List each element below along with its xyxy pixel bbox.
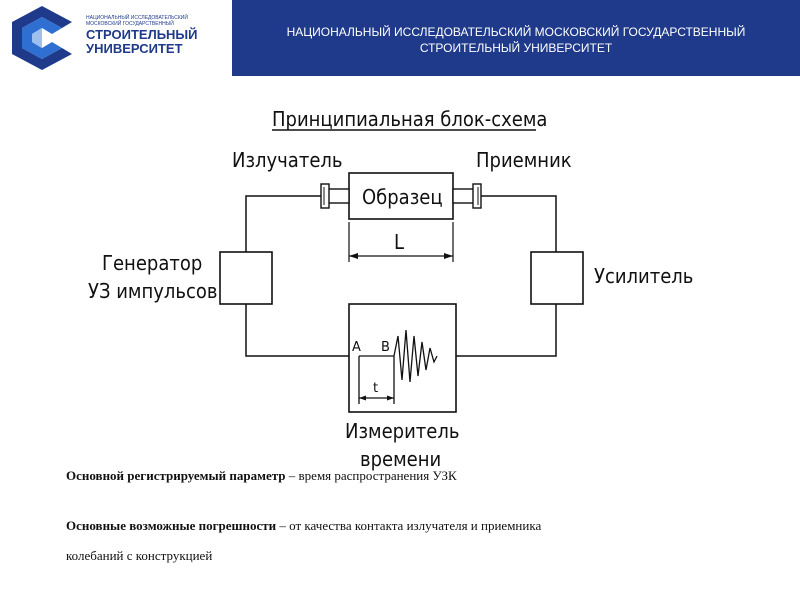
header-banner [232, 0, 800, 76]
sample-label: Образец [362, 185, 443, 209]
meter-label-1: Измеритель [345, 419, 459, 443]
block-diagram: Принципиальная блок-схема Излучатель При… [88, 107, 693, 471]
errors-bold: Основные возможные погрешности [66, 518, 277, 533]
main-parameter-rest: – время распространения УЗК [285, 468, 457, 483]
logo-title-line-1: СТРОИТЕЛЬНЫЙ [86, 27, 198, 42]
amplifier-label: Усилитель [594, 264, 693, 288]
logo-small-text: НАЦИОНАЛЬНЫЙ ИССЛЕДОВАТЕЛЬСКИЙ МОСКОВСКИ… [86, 15, 188, 27]
circuit-wires [245, 195, 557, 357]
receiver-transducer-icon [452, 183, 482, 209]
length-label: L [394, 230, 404, 254]
point-a-label: A [352, 340, 361, 355]
time-label: t [373, 381, 378, 396]
diagram-title: Принципиальная блок-схема [272, 107, 547, 131]
generator-label-2: УЗ импульсов [88, 279, 218, 303]
receiver-label: Приемник [476, 148, 572, 172]
logo-title: СТРОИТЕЛЬНЫЙ УНИВЕРСИТЕТ [86, 28, 198, 56]
banner-title: НАЦИОНАЛЬНЫЙ ИССЛЕДОВАТЕЛЬСКИЙ МОСКОВСКИ… [240, 24, 792, 56]
logo-title-line-2: УНИВЕРСИТЕТ [86, 41, 183, 56]
main-parameter-bold: Основной регистрируемый параметр [66, 468, 286, 483]
header: НАЦИОНАЛЬНЫЙ ИССЛЕДОВАТЕЛЬСКИЙ МОСКОВСКИ… [0, 0, 800, 76]
errors-text-line-1: Основные возможные погрешности – от каче… [66, 518, 541, 534]
time-meter-block [348, 303, 457, 413]
point-b-label: B [381, 340, 390, 355]
errors-rest: – от качества контакта излучателя и прие… [276, 518, 542, 533]
banner-title-line-2: СТРОИТЕЛЬНЫЙ УНИВЕРСИТЕТ [419, 41, 613, 55]
banner-title-line-1: НАЦИОНАЛЬНЫЙ ИССЛЕДОВАТЕЛЬСКИЙ МОСКОВСКИ… [286, 25, 746, 39]
generator-block [219, 251, 273, 305]
meter-label-2: времени [360, 447, 441, 471]
length-dimension [348, 222, 454, 262]
signal-waveform-icon [358, 329, 438, 404]
amplifier-block [530, 251, 584, 305]
emitter-transducer-icon [320, 183, 350, 209]
generator-label-1: Генератор [102, 251, 202, 275]
emitter-label: Излучатель [232, 148, 343, 172]
sample-block [348, 172, 454, 220]
main-parameter-text: Основной регистрируемый параметр – время… [66, 468, 457, 484]
university-logo-icon [12, 6, 72, 70]
errors-text-line-2: колебаний с конструкцией [66, 548, 213, 563]
time-dimension [359, 395, 394, 401]
